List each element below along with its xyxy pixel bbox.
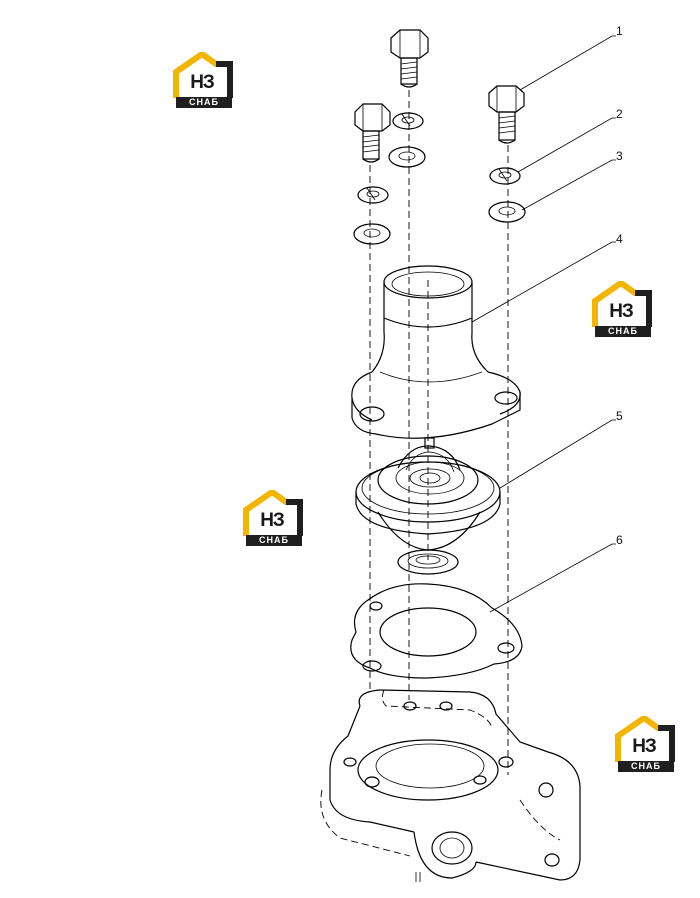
logo-top-text: НЗ <box>609 301 634 322</box>
logo-top-text: НЗ <box>260 510 285 531</box>
callout-6: 6 <box>616 533 623 547</box>
logo-bottom-text: СНАБ <box>595 326 651 337</box>
watermark-logo: НЗ СНАБ <box>591 281 655 339</box>
house-logo-icon <box>615 716 675 762</box>
watermark-logo: НЗ СНАБ <box>614 716 678 774</box>
housing-base <box>320 689 581 882</box>
assembly-centerlines <box>369 90 509 775</box>
house-logo-icon <box>173 52 233 98</box>
gasket <box>350 583 523 679</box>
house-logo-icon <box>243 490 303 536</box>
logo-bottom-text: СНАБ <box>618 761 674 772</box>
logo-top-text: НЗ <box>632 736 657 757</box>
watermark-logo: НЗ СНАБ <box>172 52 236 110</box>
bolt-1 <box>390 29 429 88</box>
callout-2: 2 <box>616 107 623 121</box>
lock-washer-group <box>357 112 521 204</box>
logo-bottom-text: СНАБ <box>176 97 232 108</box>
leader-lines <box>471 35 616 613</box>
flat-washer-group <box>353 146 526 245</box>
thermostat-cover <box>351 265 521 439</box>
watermark-logo: НЗ СНАБ <box>242 490 306 548</box>
logo-top-text: НЗ <box>190 72 215 93</box>
bolt-2 <box>354 103 391 163</box>
callout-5: 5 <box>616 409 623 423</box>
bolt-3 <box>488 85 525 144</box>
callout-1: 1 <box>616 24 623 38</box>
callout-3: 3 <box>616 149 623 163</box>
callout-4: 4 <box>616 232 623 246</box>
thermostat <box>355 437 501 575</box>
logo-bottom-text: СНАБ <box>246 535 302 546</box>
house-logo-icon <box>592 281 652 327</box>
